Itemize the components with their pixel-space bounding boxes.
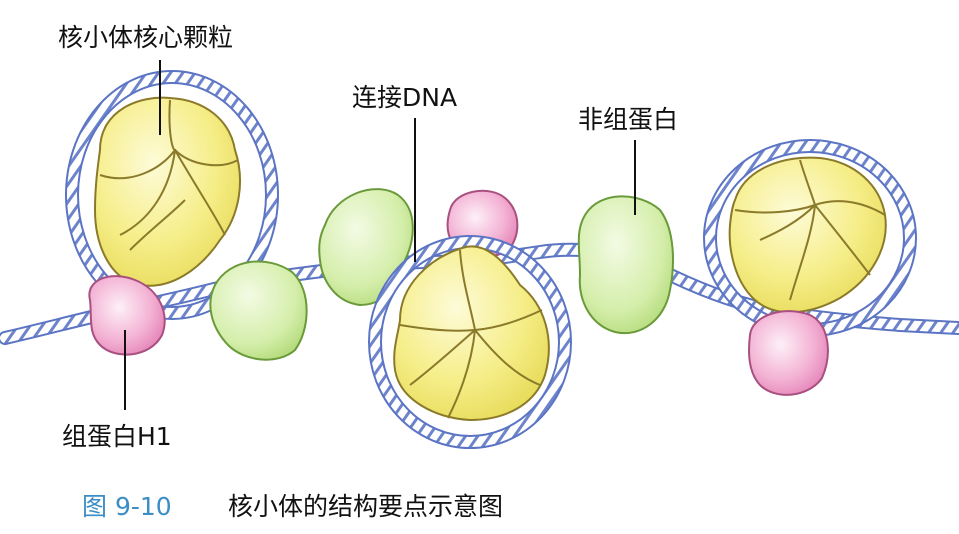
- histone-h1-right: [748, 310, 829, 396]
- nucleosome-core-right: [703, 139, 917, 337]
- non-histone-green-2: [318, 188, 414, 307]
- histone-octamer: [93, 96, 241, 287]
- figure-title: 核小体的结构要点示意图: [228, 492, 503, 521]
- figure-number: 图 9-10: [82, 492, 172, 521]
- label-core-particle: 核小体核心颗粒: [58, 23, 233, 52]
- label-non-histone: 非组蛋白: [578, 105, 678, 134]
- nucleosome-core-left: [65, 70, 279, 320]
- label-linker-dna: 连接DNA: [352, 83, 457, 112]
- leader-lines: [124, 60, 636, 410]
- nucleosome-core-middle: [368, 235, 572, 449]
- non-histone-green-1: [209, 260, 308, 361]
- label-histone-h1: 组蛋白H1: [62, 422, 172, 451]
- non-histone-green-3: [577, 195, 674, 335]
- histone-h1-left: [88, 275, 166, 356]
